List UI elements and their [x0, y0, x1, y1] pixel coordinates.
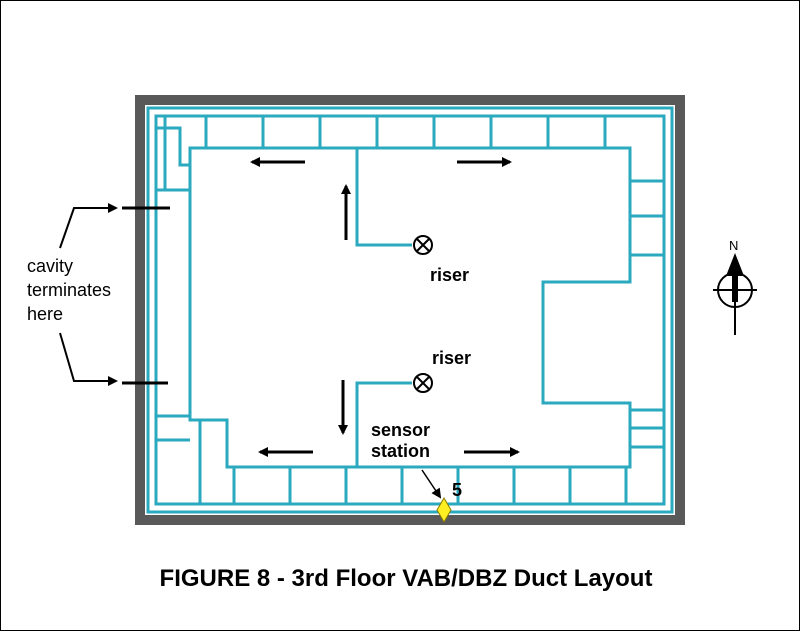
left-lower-corner-ducts	[156, 414, 202, 504]
sensor-label-line2: station	[371, 441, 430, 461]
right-cross-ducts	[630, 179, 664, 449]
left-upper-corner-ducts	[156, 116, 190, 192]
compass-icon	[713, 253, 757, 335]
duct-network	[146, 106, 674, 514]
sensor-pointer	[421, 469, 442, 499]
sensor-station-marker	[436, 497, 452, 523]
top-cross-ducts	[204, 116, 607, 148]
airflow-arrows	[250, 157, 520, 457]
figure-title: FIGURE 8 - 3rd Floor VAB/DBZ Duct Layout	[160, 565, 653, 592]
outer-perimeter-duct	[146, 106, 674, 514]
lower-riser-branch	[355, 381, 412, 467]
inner-perimeter-cavity	[154, 114, 666, 506]
north-label: N	[729, 238, 738, 253]
cavity-label-line2: terminates	[27, 280, 111, 300]
cavity-label-line1: cavity	[27, 256, 73, 276]
sensor-label-line1: sensor	[371, 420, 430, 440]
riser-symbol-lower	[413, 373, 433, 393]
bottom-cross-ducts	[232, 467, 628, 504]
cavity-label-line3: here	[27, 304, 63, 324]
riser-label-upper: riser	[430, 265, 469, 285]
riser-label-lower: riser	[432, 348, 471, 368]
main-duct-outline	[188, 146, 632, 469]
riser-symbol-upper	[413, 235, 433, 255]
station-number: 5	[452, 480, 462, 500]
cavity-pointers	[59, 203, 170, 386]
north-arrow-icon	[726, 253, 744, 302]
upper-riser-branch	[355, 148, 412, 247]
building-wall	[135, 95, 685, 525]
